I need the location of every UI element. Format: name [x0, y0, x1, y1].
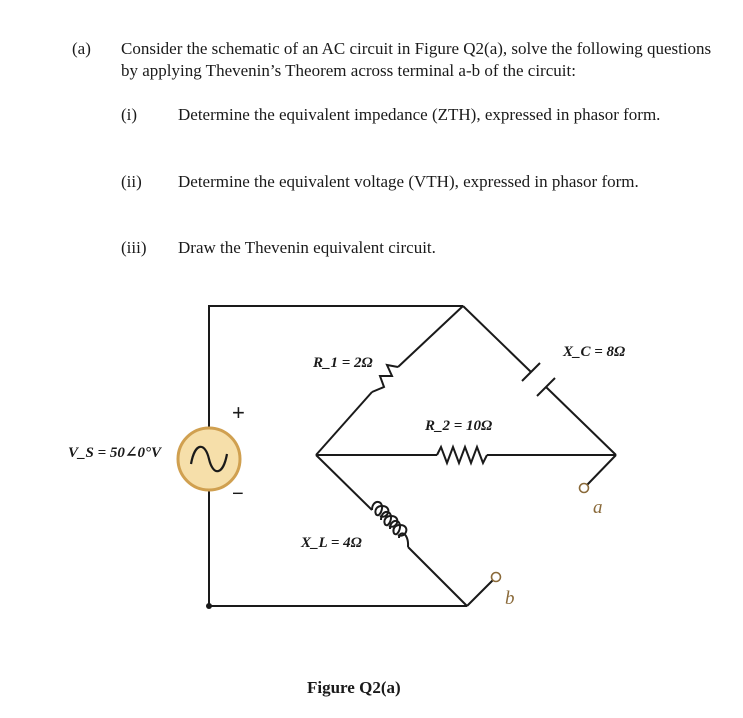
label-source: V_S = 50∠0°V [68, 445, 163, 461]
inductor-xl [371, 501, 410, 548]
terminal-b-node [490, 571, 502, 583]
figure-caption: Figure Q2(a) [307, 678, 401, 697]
subquestion-text-3: Draw the Thevenin equivalent circuit. [178, 238, 436, 257]
subquestion-text-2: Determine the equivalent voltage (VTH), … [178, 172, 639, 191]
question-intro: Consider the schematic of an AC circuit … [121, 39, 712, 80]
ac-source-icon [176, 426, 242, 492]
label-r2: R_2 = 10Ω [424, 418, 492, 434]
subquestion-number-1: (i) [121, 105, 138, 124]
plus-sign: + [232, 400, 245, 425]
subquestion-number-3: (iii) [121, 238, 147, 257]
minus-sign: − [232, 483, 244, 505]
label-r1: R_1 = 2Ω [312, 355, 373, 371]
resistor-r1 [371, 363, 399, 393]
terminal-b-label: b [505, 588, 515, 609]
subquestion-text-1: Determine the equivalent impedance (ZTH)… [178, 105, 661, 124]
label-xc: X_C = 8Ω [562, 344, 625, 360]
resistor-r2 [436, 444, 488, 466]
terminal-a-label: a [593, 497, 603, 518]
circuit-wires [208, 305, 617, 607]
subquestion-number-2: (ii) [121, 172, 142, 191]
terminal-a-node [578, 482, 590, 494]
ground-node [206, 603, 212, 609]
capacitor-xc [521, 362, 556, 397]
part-label: (a) [72, 39, 91, 58]
label-xl: X_L = 4Ω [300, 535, 362, 551]
